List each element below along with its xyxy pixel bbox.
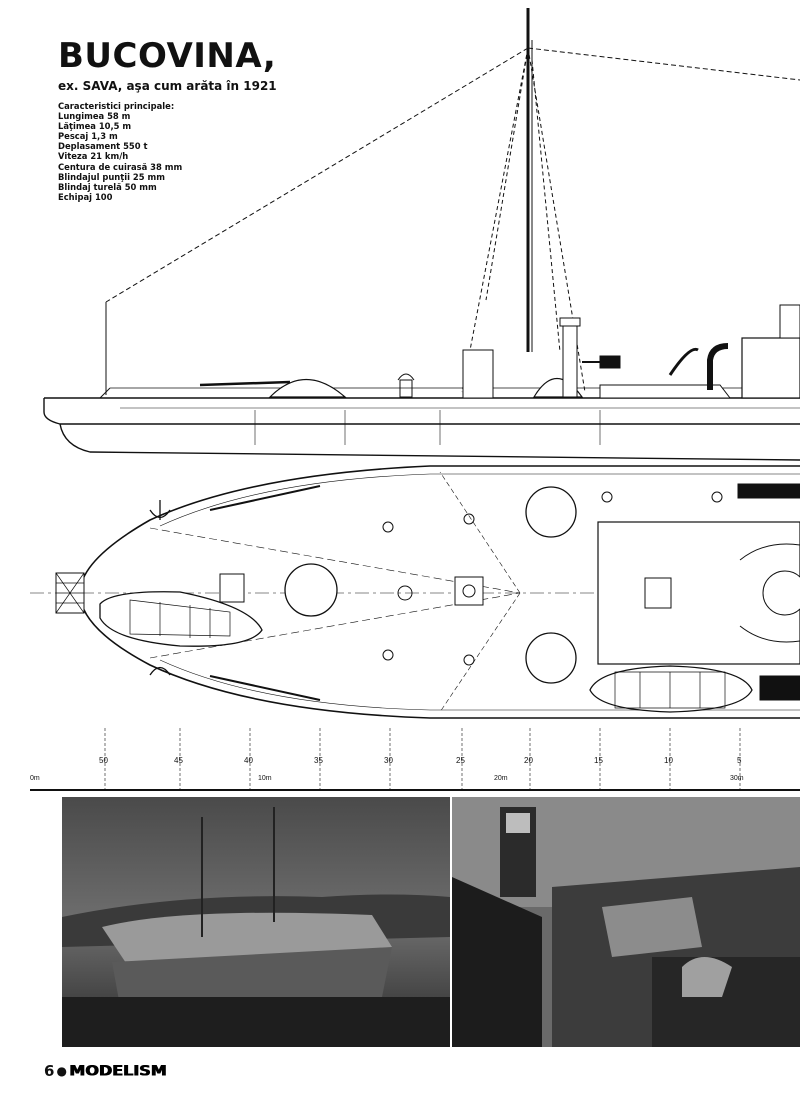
spec-line: Blindajul punţii 25 mm (58, 171, 165, 182)
deck-plan-view (30, 465, 800, 719)
frame-label: 40 (244, 756, 253, 765)
scale-label: 10m (258, 775, 272, 782)
page-number: 6 (44, 1061, 55, 1080)
frame-label: 5 (737, 756, 742, 765)
page-subtitle: ex. SAVA, aşa cum arăta în 1921 (58, 79, 277, 93)
magazine-logo: MODELISM (68, 1061, 167, 1080)
page-footer: 6 ● MODELISM (44, 1061, 166, 1080)
frame-label: 30 (384, 756, 393, 765)
frame-label: 45 (174, 756, 183, 765)
page-title: BUCOVINA, (58, 36, 277, 76)
frame-label: 15 (594, 756, 603, 765)
scale-label: 30m (730, 775, 744, 782)
specifications-block: Caracteristici principale: Lungimea 58 m… (58, 101, 182, 202)
scale-label: 20m (494, 775, 508, 782)
specs-heading: Caracteristici principale: (58, 101, 175, 111)
ship-photo-left (62, 797, 450, 1047)
spec-line: Pescaj 1,3 m (58, 131, 118, 142)
spec-line: Lungimea 58 m (58, 111, 131, 122)
ship-photo-right (452, 797, 800, 1047)
spec-line: Lăţimea 10,5 m (58, 121, 132, 132)
bullet-icon: ● (56, 1063, 67, 1078)
side-elevation (43, 8, 800, 461)
spec-line: Echipaj 100 (58, 191, 113, 202)
ship-plan-drawing: 50 45 40 35 30 25 20 15 10 5 0m 10m 20m … (30, 8, 800, 791)
frame-label: 10 (664, 756, 673, 765)
scale-label: 0m (30, 775, 40, 782)
scale-bar (30, 728, 800, 791)
spec-line: Deplasament 550 t (58, 141, 148, 152)
frame-label: 20 (524, 756, 533, 765)
frame-label: 35 (314, 756, 323, 765)
spec-line: Viteza 21 km/h (58, 151, 129, 162)
frame-label: 25 (456, 756, 465, 765)
frame-label: 50 (99, 756, 108, 765)
spec-line: Centura de cuirasă 38 mm (58, 161, 183, 172)
spec-line: Blindaj turelă 50 mm (58, 181, 157, 192)
